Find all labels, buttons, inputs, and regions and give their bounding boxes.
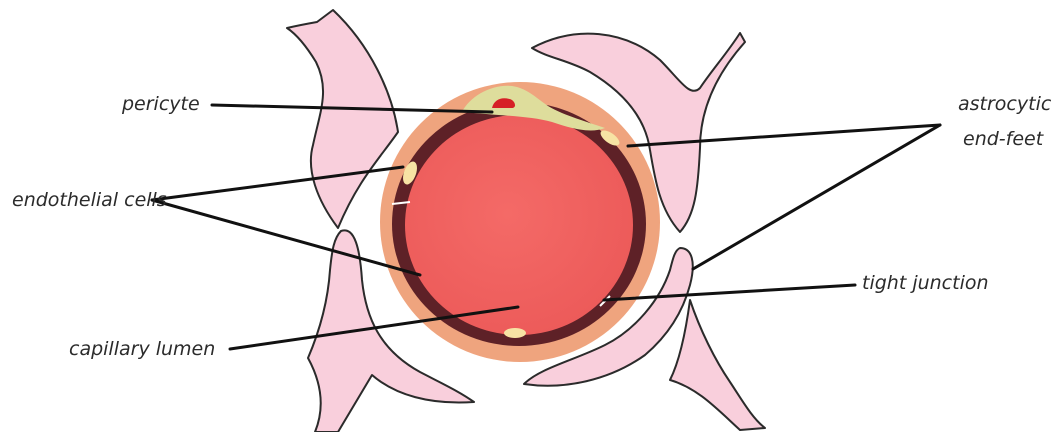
end-foot-top-left: [287, 10, 398, 228]
endothelial-nucleus: [504, 328, 526, 338]
label-tight-junction: tight junction: [862, 272, 989, 294]
label-pericyte: pericyte: [121, 93, 200, 115]
label-astrocytic: astrocytic: [958, 93, 1052, 115]
label-capillary-lumen: capillary lumen: [69, 338, 215, 360]
capillary-lumen: [405, 115, 633, 335]
astrocyte-leader-lower: [693, 125, 940, 269]
label-end-feet: end-feet: [963, 128, 1045, 150]
endothelial-leader-upper: [152, 167, 403, 200]
label-endothelial-cells: endothelial cells: [12, 189, 167, 211]
endothelial-leader-lower: [152, 200, 420, 275]
